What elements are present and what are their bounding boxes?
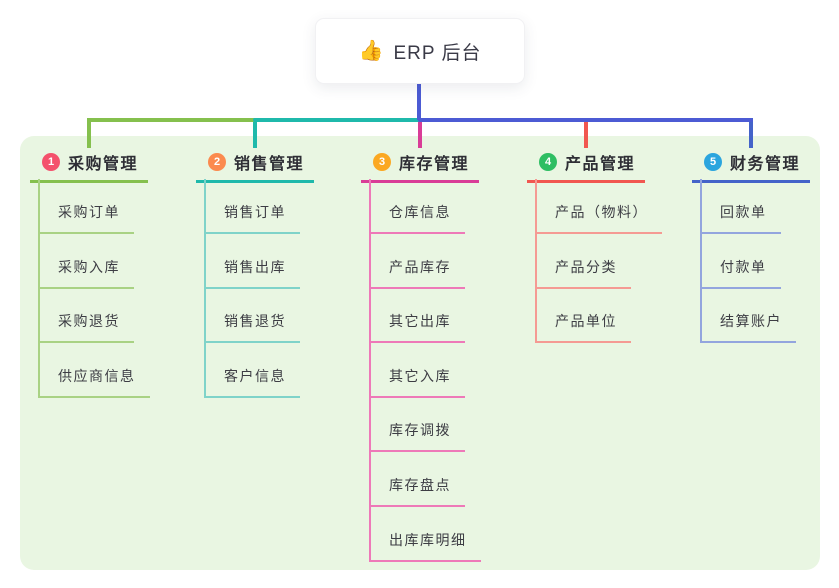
child-item[interactable]: 客户信息 bbox=[204, 366, 300, 398]
child-item[interactable]: 采购退货 bbox=[38, 311, 134, 344]
child-label: 采购退货 bbox=[58, 313, 120, 330]
branch-block: 2 销售管理 销售订单销售出库销售退货客户信息 bbox=[196, 150, 314, 398]
child-item[interactable]: 其它入库 bbox=[369, 366, 465, 398]
thumbs-up-icon: 👍 bbox=[358, 40, 384, 62]
child-item[interactable]: 供应商信息 bbox=[38, 366, 150, 398]
bus-segment-teal bbox=[253, 118, 420, 122]
child-label: 其它出库 bbox=[389, 313, 451, 330]
child-item[interactable]: 采购订单 bbox=[38, 202, 134, 234]
child-item[interactable]: 采购入库 bbox=[38, 257, 134, 289]
child-label: 销售订单 bbox=[224, 204, 286, 220]
child-label: 采购入库 bbox=[58, 258, 120, 275]
branch-label: 库存管理 bbox=[399, 156, 470, 173]
root-connector-stem bbox=[417, 82, 421, 120]
child-item[interactable]: 销售退货 bbox=[204, 311, 300, 344]
branch-header-4[interactable]: 4 产品管理 bbox=[527, 150, 645, 183]
child-label: 销售出库 bbox=[224, 258, 286, 275]
branch-spine-line bbox=[535, 179, 537, 344]
branch-spine-line bbox=[700, 179, 702, 344]
branch-header-1[interactable]: 1 采购管理 bbox=[30, 150, 148, 183]
child-item[interactable]: 产品单位 bbox=[535, 311, 631, 344]
branch-header-5[interactable]: 5 财务管理 bbox=[692, 150, 810, 183]
branches-panel bbox=[20, 136, 820, 570]
child-label: 产品（物料） bbox=[555, 204, 648, 220]
child-item[interactable]: 结算账户 bbox=[700, 311, 796, 344]
branch-number-badge: 2 bbox=[208, 153, 226, 171]
child-label: 结算账户 bbox=[720, 313, 782, 330]
child-item[interactable]: 付款单 bbox=[700, 257, 781, 289]
child-label: 库存调拨 bbox=[389, 422, 451, 439]
branch-block: 5 财务管理 回款单付款单结算账户 bbox=[692, 150, 810, 344]
child-label: 采购订单 bbox=[58, 204, 120, 220]
child-item[interactable]: 产品库存 bbox=[369, 257, 465, 289]
child-item[interactable]: 销售订单 bbox=[204, 202, 300, 234]
branch-drop-line bbox=[418, 118, 422, 148]
branch-label: 财务管理 bbox=[730, 156, 801, 173]
child-label: 库存盘点 bbox=[389, 477, 451, 493]
branch-label: 销售管理 bbox=[234, 156, 305, 173]
child-item[interactable]: 库存调拨 bbox=[369, 420, 465, 453]
branch-drop-line bbox=[253, 118, 257, 148]
branch-number-badge: 5 bbox=[704, 153, 722, 171]
branch-header-2[interactable]: 2 销售管理 bbox=[196, 150, 314, 183]
branch-block: 4 产品管理 产品（物料） 产品分类产品单位 bbox=[527, 150, 662, 344]
child-label: 出库库明细 bbox=[389, 531, 467, 548]
branch-spine-line bbox=[369, 179, 371, 562]
child-item[interactable]: 产品分类 bbox=[535, 257, 631, 289]
child-label: 产品库存 bbox=[389, 258, 451, 275]
child-label: 产品分类 bbox=[555, 258, 617, 275]
branch-drop-line bbox=[87, 118, 91, 148]
branch-drop-line bbox=[749, 118, 753, 148]
branch-number-badge: 3 bbox=[373, 153, 391, 171]
child-label: 回款单 bbox=[720, 204, 767, 220]
branch-label: 采购管理 bbox=[68, 156, 139, 173]
branch-block: 1 采购管理 采购订单采购入库采购退货供应商信息 bbox=[30, 150, 150, 398]
child-item[interactable]: 出库库明细 bbox=[369, 530, 481, 562]
child-item[interactable]: 其它出库 bbox=[369, 311, 465, 344]
child-item[interactable]: 产品（物料） bbox=[535, 202, 662, 234]
child-label: 其它入库 bbox=[389, 367, 451, 384]
branch-number-badge: 1 bbox=[42, 153, 60, 171]
child-item[interactable]: 库存盘点 bbox=[369, 475, 465, 507]
child-item[interactable]: 仓库信息 bbox=[369, 202, 465, 234]
child-label: 供应商信息 bbox=[58, 367, 136, 384]
child-label: 仓库信息 bbox=[389, 204, 451, 220]
child-item[interactable]: 销售出库 bbox=[204, 257, 300, 289]
root-title: ERP 后台 bbox=[393, 42, 482, 64]
child-item[interactable]: 回款单 bbox=[700, 202, 781, 234]
branch-drop-line bbox=[584, 118, 588, 148]
child-label: 产品单位 bbox=[555, 313, 617, 330]
root-node[interactable]: 👍 ERP 后台 bbox=[315, 18, 525, 84]
child-label: 销售退货 bbox=[224, 313, 286, 330]
child-label: 付款单 bbox=[720, 258, 767, 275]
branch-label: 产品管理 bbox=[565, 156, 636, 173]
bus-segment-indigo bbox=[418, 118, 753, 122]
bus-segment-green bbox=[87, 118, 255, 122]
branch-block: 3 库存管理 仓库信息产品库存其它出库其它入库库存调拨库存盘点出库库明细 bbox=[361, 150, 481, 562]
branch-header-3[interactable]: 3 库存管理 bbox=[361, 150, 479, 183]
branch-number-badge: 4 bbox=[539, 153, 557, 171]
child-label: 客户信息 bbox=[224, 367, 286, 384]
